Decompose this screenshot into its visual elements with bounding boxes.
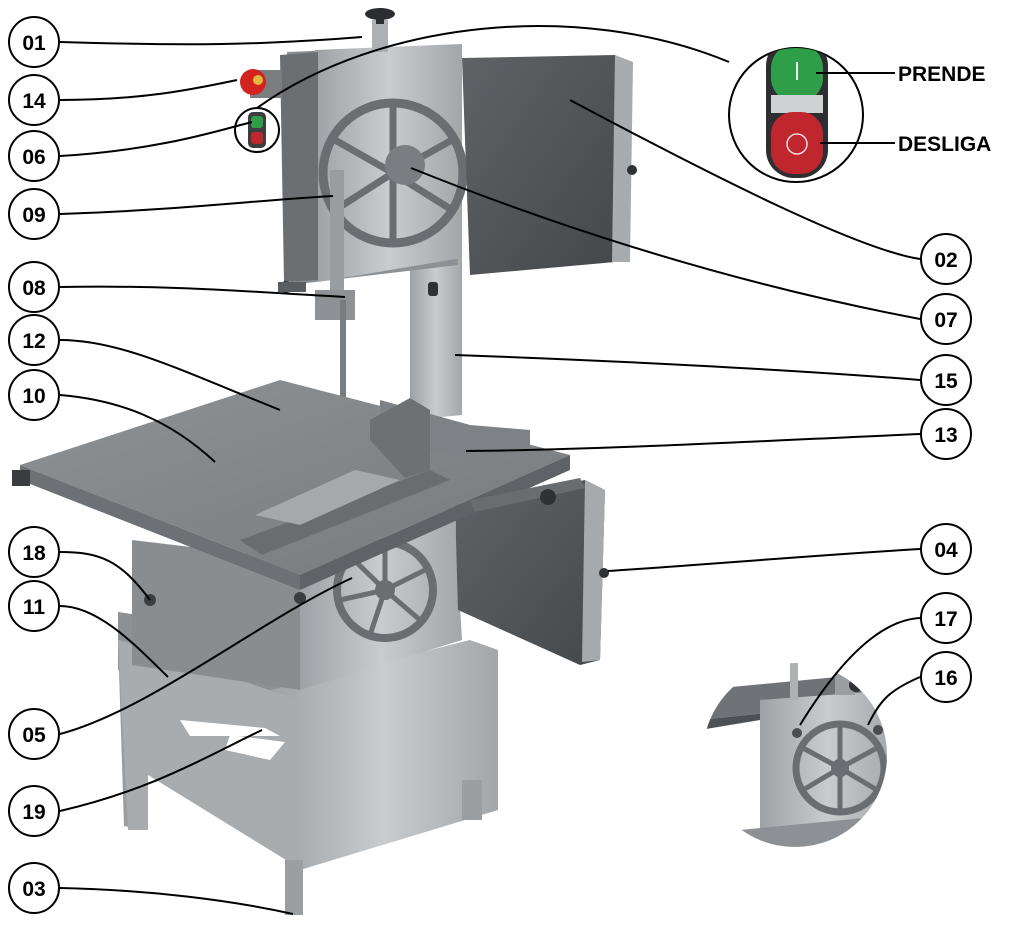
callout-07: 07 — [920, 293, 972, 345]
callout-10-label: 10 — [22, 385, 45, 408]
callout-16: 16 — [920, 651, 972, 703]
wheel-detail-inset — [703, 663, 887, 847]
callout-11-label: 11 — [23, 596, 46, 619]
blade — [340, 300, 346, 465]
callout-06: 06 — [8, 130, 60, 182]
callout-17-label: 17 — [934, 608, 957, 631]
callout-03: 03 — [8, 862, 60, 914]
callout-19-label: 19 — [22, 801, 45, 824]
callout-14-label: 14 — [22, 90, 46, 113]
callout-08-label: 08 — [22, 277, 46, 300]
callout-16-label: 16 — [934, 667, 957, 690]
callout-15: 15 — [920, 354, 972, 406]
callout-06-label: 06 — [22, 146, 45, 169]
callout-09-label: 09 — [22, 204, 45, 227]
callout-10: 10 — [8, 369, 60, 421]
off-label: DESLIGA — [898, 133, 991, 156]
callout-17: 17 — [920, 592, 972, 644]
lower-cabinet — [132, 520, 462, 690]
upper-door — [462, 55, 637, 275]
callout-13: 13 — [920, 408, 972, 460]
upper-housing — [240, 8, 468, 465]
on-label: PRENDE — [898, 63, 986, 86]
band-saw-machine — [12, 8, 637, 915]
callout-markers: 01 14 06 09 08 12 10 18 — [8, 16, 972, 914]
callout-19: 19 — [8, 785, 60, 837]
callout-05-label: 05 — [22, 724, 46, 747]
callout-09: 09 — [8, 188, 60, 240]
callout-03-label: 03 — [22, 878, 45, 901]
callout-11: 11 — [8, 580, 60, 632]
callout-13-label: 13 — [934, 424, 957, 447]
callout-12-label: 12 — [22, 330, 45, 353]
callout-02-label: 02 — [934, 249, 957, 272]
callout-08: 08 — [8, 261, 60, 313]
callout-14: 14 — [8, 74, 60, 126]
callout-18: 18 — [8, 526, 60, 578]
callout-15-label: 15 — [934, 370, 958, 393]
callout-05: 05 — [8, 708, 60, 760]
column — [410, 250, 462, 420]
callout-04-label: 04 — [934, 539, 958, 562]
callout-01-label: 01 — [22, 32, 46, 55]
callout-02: 02 — [920, 233, 972, 285]
callout-04: 04 — [920, 523, 972, 575]
lower-door — [455, 480, 609, 665]
leader-lines — [59, 25, 921, 915]
switch-detail-inset — [728, 47, 864, 183]
callout-01: 01 — [8, 16, 60, 68]
callout-12: 12 — [8, 314, 60, 366]
callout-07-label: 07 — [934, 309, 957, 332]
work-table — [12, 380, 585, 604]
off-button — [771, 112, 823, 174]
callout-18-label: 18 — [22, 542, 46, 565]
